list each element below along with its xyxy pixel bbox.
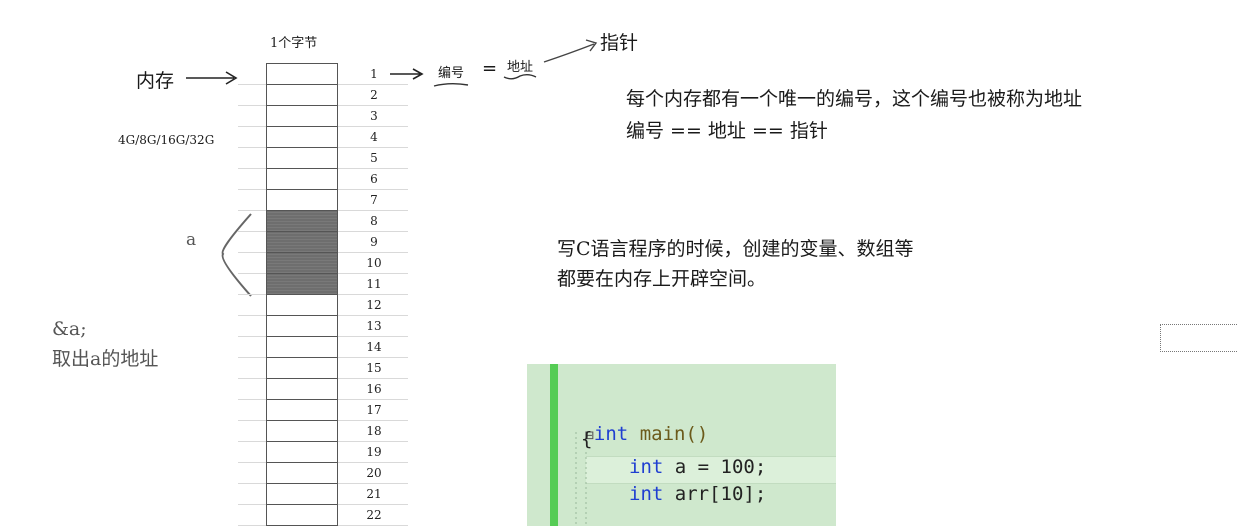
code-keyword-int-arr: int bbox=[629, 483, 664, 505]
memory-cell bbox=[266, 294, 338, 316]
code-change-bar bbox=[550, 364, 558, 526]
memory-cell bbox=[266, 357, 338, 379]
memory-row-number: 4 bbox=[370, 130, 378, 144]
memory-row-number: 16 bbox=[366, 382, 382, 396]
capacity-label: 4G/8G/16G/32G bbox=[118, 133, 215, 147]
code-line-int-arr: int arr[10]; bbox=[629, 483, 766, 505]
memory-row-number: 5 bbox=[370, 151, 378, 165]
memory-cell bbox=[266, 147, 338, 169]
memory-row-number: 12 bbox=[366, 298, 382, 312]
row-one-arrow bbox=[390, 68, 424, 80]
memory-label: 内存 bbox=[136, 70, 175, 92]
memory-cell bbox=[266, 504, 338, 526]
memory-cell bbox=[266, 210, 338, 232]
memory-cell bbox=[266, 84, 338, 106]
memory-row-number: 8 bbox=[370, 214, 378, 228]
address-of-a-desc: 取出a的地址 bbox=[52, 348, 159, 370]
memory-row-number: 6 bbox=[370, 172, 378, 186]
code-line-open-brace: { bbox=[581, 428, 592, 450]
memory-cell bbox=[266, 105, 338, 127]
code-int-arr-rest: arr[10]; bbox=[663, 483, 767, 505]
memory-row-number: 15 bbox=[366, 361, 382, 375]
variable-a-label: a bbox=[186, 230, 197, 250]
dotted-selection-box bbox=[1160, 324, 1238, 352]
memory-cell bbox=[266, 315, 338, 337]
memory-cell bbox=[266, 462, 338, 484]
memory-cell bbox=[266, 273, 338, 295]
pointer-label: 指针 bbox=[600, 32, 639, 54]
memory-row-number: 1 bbox=[370, 67, 378, 81]
number-label: 编号 bbox=[438, 66, 465, 81]
memory-cell bbox=[266, 399, 338, 421]
memory-row-number: 11 bbox=[366, 277, 382, 291]
memory-row-number: 2 bbox=[370, 88, 378, 102]
memory-cell bbox=[266, 231, 338, 253]
address-underline bbox=[503, 74, 537, 80]
collapse-icon[interactable]: ⊟ bbox=[584, 426, 594, 444]
code-open-brace: { bbox=[581, 428, 593, 450]
memory-row-number: 10 bbox=[366, 256, 382, 270]
equals-sign: = bbox=[482, 58, 498, 79]
memory-cell bbox=[266, 63, 338, 85]
memory-row-number: 21 bbox=[366, 487, 382, 501]
memory-row-number: 18 bbox=[366, 424, 382, 438]
code-keyword-int: int bbox=[593, 423, 629, 445]
memory-cell bbox=[266, 126, 338, 148]
code-editor bbox=[527, 364, 836, 526]
memory-row-number: 17 bbox=[366, 403, 382, 417]
memory-row-number: 14 bbox=[366, 340, 382, 354]
address-label: 地址 bbox=[507, 60, 534, 75]
note-line-3: 写C语言程序的时候，创建的变量、数组等 bbox=[557, 238, 914, 260]
code-indent-guide bbox=[575, 432, 587, 524]
code-keyword-int-a: int bbox=[629, 456, 664, 478]
memory-row-number: 7 bbox=[370, 193, 378, 207]
memory-cell bbox=[266, 168, 338, 190]
memory-cell bbox=[266, 336, 338, 358]
code-main-signature: main() bbox=[628, 423, 709, 445]
byte-label: 1个字节 bbox=[270, 36, 318, 51]
note-line-2: 编号 == 地址 == 指针 bbox=[626, 120, 828, 142]
code-line-main: ⊟int main() bbox=[562, 401, 708, 445]
note-line-1: 每个内存都有一个唯一的编号，这个编号也被称为地址 bbox=[626, 88, 1083, 110]
memory-row-number: 19 bbox=[366, 445, 382, 459]
memory-row-number: 22 bbox=[366, 508, 382, 522]
number-underline bbox=[433, 83, 469, 87]
memory-row-number: 3 bbox=[370, 109, 378, 123]
memory-cell bbox=[266, 441, 338, 463]
address-of-a-expr: &a; bbox=[52, 318, 87, 340]
memory-cell bbox=[266, 252, 338, 274]
memory-cell bbox=[266, 420, 338, 442]
memory-row-number: 20 bbox=[366, 466, 382, 480]
note-line-4: 都要在内存上开辟空间。 bbox=[557, 268, 767, 290]
code-line-int-a: int a = 100; bbox=[629, 456, 766, 478]
pointer-arrow bbox=[543, 39, 598, 63]
code-int-a-rest: a = 100; bbox=[663, 456, 767, 478]
memory-cell bbox=[266, 378, 338, 400]
memory-cell bbox=[266, 483, 338, 505]
variable-a-bracket bbox=[221, 213, 252, 297]
memory-cell bbox=[266, 189, 338, 211]
memory-row-number: 13 bbox=[366, 319, 382, 333]
memory-row-number: 9 bbox=[370, 235, 378, 249]
code-current-line-highlight bbox=[586, 456, 836, 484]
memory-arrow bbox=[186, 71, 238, 85]
